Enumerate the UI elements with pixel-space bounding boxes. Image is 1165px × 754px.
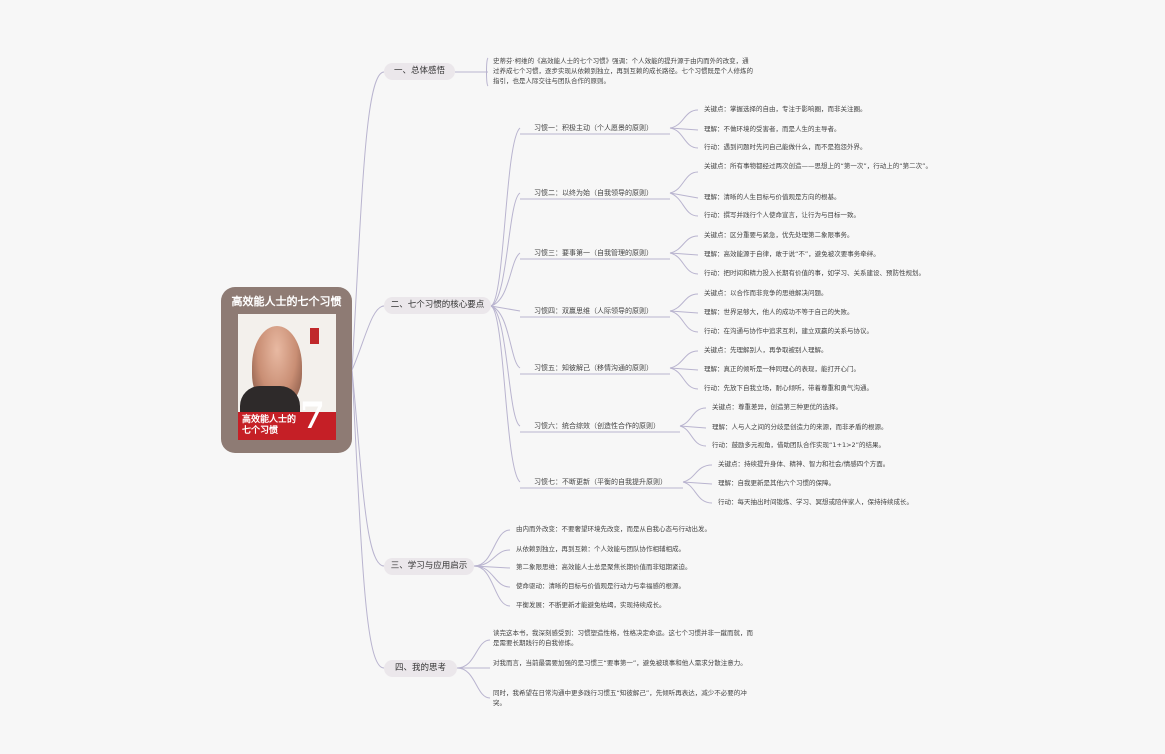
application-item-5: 平衡发展：不断更新才能避免枯竭，实现持续成长。 (516, 601, 666, 609)
habit-1-understand: 理解：不做环境的受害者，而是人生的主导者。 (704, 125, 841, 133)
habit-4-key: 关键点：以合作而非竞争的思维解决问题。 (704, 289, 828, 297)
habit-3-understand: 理解：高效能源于自律，敢于说“不”，避免被次要事务牵绊。 (704, 250, 880, 258)
habit-7-key: 关键点：持续提升身体、精神、智力和社会/情感四个方面。 (718, 460, 890, 468)
habit-3[interactable]: 习惯三：要事第一（自我管理的原则） (534, 249, 653, 257)
habit-6-understand: 理解：人与人之间的分歧是创造力的来源，而非矛盾的根源。 (712, 423, 888, 431)
seal-mark (310, 328, 319, 344)
branch-application[interactable]: 三、学习与应用启示 (384, 558, 474, 575)
application-item-3: 第二象限思维：高效能人士总是聚焦长期价值而非短期紧迫。 (516, 563, 692, 571)
habit-6-action: 行动：鼓励多元视角，借助团队合作实现“1+1>2”的结果。 (712, 441, 886, 449)
habit-7[interactable]: 习惯七：不断更新（平衡的自我提升原则） (534, 478, 667, 486)
habit-4-understand: 理解：世界足够大，他人的成功不等于自己的失败。 (704, 308, 854, 316)
cover-title: 高效能人士的七个习惯 (242, 415, 297, 436)
habit-5[interactable]: 习惯五：知彼解己（移情沟通的原则） (534, 364, 653, 372)
connector-branch-3 (351, 369, 385, 567)
root-node[interactable]: 高效能人士的七个习惯 高效能人士的七个习惯 7 (221, 287, 352, 453)
reflection-item-2: 对我而言，当前最需要加强的是习惯三“要事第一”，避免被琐事和他人需求分散注意力。 (493, 659, 747, 667)
branch-overall[interactable]: 一、总体感悟 (384, 63, 455, 80)
connector-branch-4 (351, 369, 385, 669)
habit-1[interactable]: 习惯一：积极主动（个人愿景的原则） (534, 124, 653, 132)
habit-5-key: 关键点：先理解别人，再争取被别人理解。 (704, 346, 828, 354)
habit-1-action: 行动：遇到问题时先问自己能做什么，而不是抱怨外界。 (704, 143, 867, 151)
habit-4-action: 行动：在沟通与协作中追求互利，建立双赢的关系与协议。 (704, 327, 873, 335)
habit-2-key: 关键点：所有事物都经过两次创造——思想上的“第一次”，行动上的“第二次”。 (704, 162, 932, 170)
reflection-item-3: 同时，我希望在日常沟通中更多践行习惯五“知彼解己”，先倾听再表达，减少不必要的冲… (493, 689, 747, 707)
book-cover-image: 高效能人士的七个习惯 7 (238, 314, 336, 440)
reflection-item-1: 读完这本书，我深刻感受到：习惯塑造性格，性格决定命运。这七个习惯并非一蹴而就，而… (493, 629, 753, 647)
habit-5-action: 行动：先放下自我立场，耐心倾听，带着尊重和勇气沟通。 (704, 384, 873, 392)
application-item-4: 使命驱动：清晰的目标与价值观是行动力与幸福感的根源。 (516, 582, 685, 590)
connector-branch-1 (351, 71, 385, 371)
habit-7-understand: 理解：自我更新是其他六个习惯的保障。 (718, 479, 835, 487)
portrait-suit (240, 386, 300, 416)
habit-6[interactable]: 习惯六：统合综效（创造性合作的原则） (534, 422, 660, 430)
habit-5-understand: 理解：真正的倾听是一种同理心的表现，能打开心门。 (704, 365, 860, 373)
habit-2[interactable]: 习惯二：以终为始（自我领导的原则） (534, 189, 653, 197)
habit-3-action: 行动：把时间和精力投入长期有价值的事，如学习、关系建设、预防性规划。 (704, 269, 925, 277)
application-item-2: 从依赖到独立，再到互赖：个人效能与团队协作相辅相成。 (516, 545, 685, 553)
habit-2-understand: 理解：清晰的人生目标与价值观是方向的根基。 (704, 193, 841, 201)
habit-1-key: 关键点：掌握选择的自由，专注于影响圈，而非关注圈。 (704, 105, 867, 113)
habit-6-key: 关键点：尊重差异，创造第三种更优的选择。 (712, 403, 842, 411)
habit-2-action: 行动：撰写并践行个人使命宣言，让行为与目标一致。 (704, 211, 860, 219)
branch-reflection[interactable]: 四、我的思考 (384, 660, 457, 677)
habit-7-action: 行动：每天抽出时间锻炼、学习、冥想或陪伴家人，保持持续成长。 (718, 498, 913, 506)
application-item-1: 由内而外改变：不要奢望环境先改变，而是从自我心态与行动出发。 (516, 525, 711, 533)
connector-branch-2 (351, 305, 385, 371)
overall-summary: 史蒂芬·柯维的《高效能人士的七个习惯》强调：个人效能的提升源于由内而外的改变，通… (493, 57, 753, 85)
cover-number: 7 (300, 395, 326, 437)
root-title: 高效能人士的七个习惯 (231, 295, 342, 308)
cover-red-band (238, 412, 336, 440)
habit-4[interactable]: 习惯四：双赢思维（人际领导的原则） (534, 307, 653, 315)
habit-3-key: 关键点：区分重要与紧急，优先处理第二象限事务。 (704, 231, 854, 239)
branch-core-points[interactable]: 二、七个习惯的核心要点 (384, 297, 491, 314)
